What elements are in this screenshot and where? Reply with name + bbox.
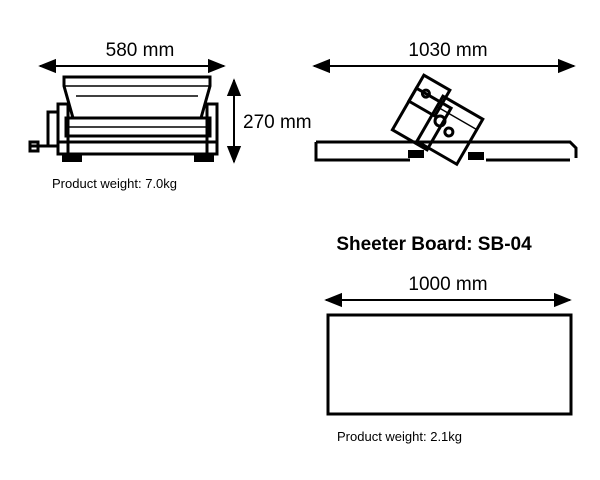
machine-side-view: 1030 mm — [312, 40, 578, 167]
side-view-hub — [433, 114, 447, 128]
machine-height-label: 270 mm — [243, 112, 312, 133]
sheeter-board-outline — [326, 313, 573, 416]
machine-foot-left — [62, 154, 82, 162]
board-weight-text: Product weight: 2.1kg — [337, 429, 462, 444]
side-view-board — [314, 140, 578, 162]
side-view-foot-left — [408, 150, 424, 158]
crank-hub — [46, 110, 60, 148]
side-view-hopper — [406, 73, 452, 119]
machine-hopper — [62, 75, 212, 120]
machine-foot-right — [194, 154, 214, 162]
machine-open-length-label: 1030 mm — [408, 40, 487, 61]
sheeter-board-title: Sheeter Board: SB-04 — [336, 234, 532, 255]
side-view-body — [414, 94, 485, 167]
machine-base — [56, 140, 219, 156]
side-view-rear-body — [390, 86, 454, 152]
board-width-label: 1000 mm — [408, 274, 487, 295]
machine-width-label: 580 mm — [106, 40, 175, 61]
machine-weight-text: Product weight: 7.0kg — [52, 176, 177, 191]
machine-front-view: 580 mm 270 mm — [28, 40, 312, 164]
side-view-foot-right — [468, 152, 484, 160]
